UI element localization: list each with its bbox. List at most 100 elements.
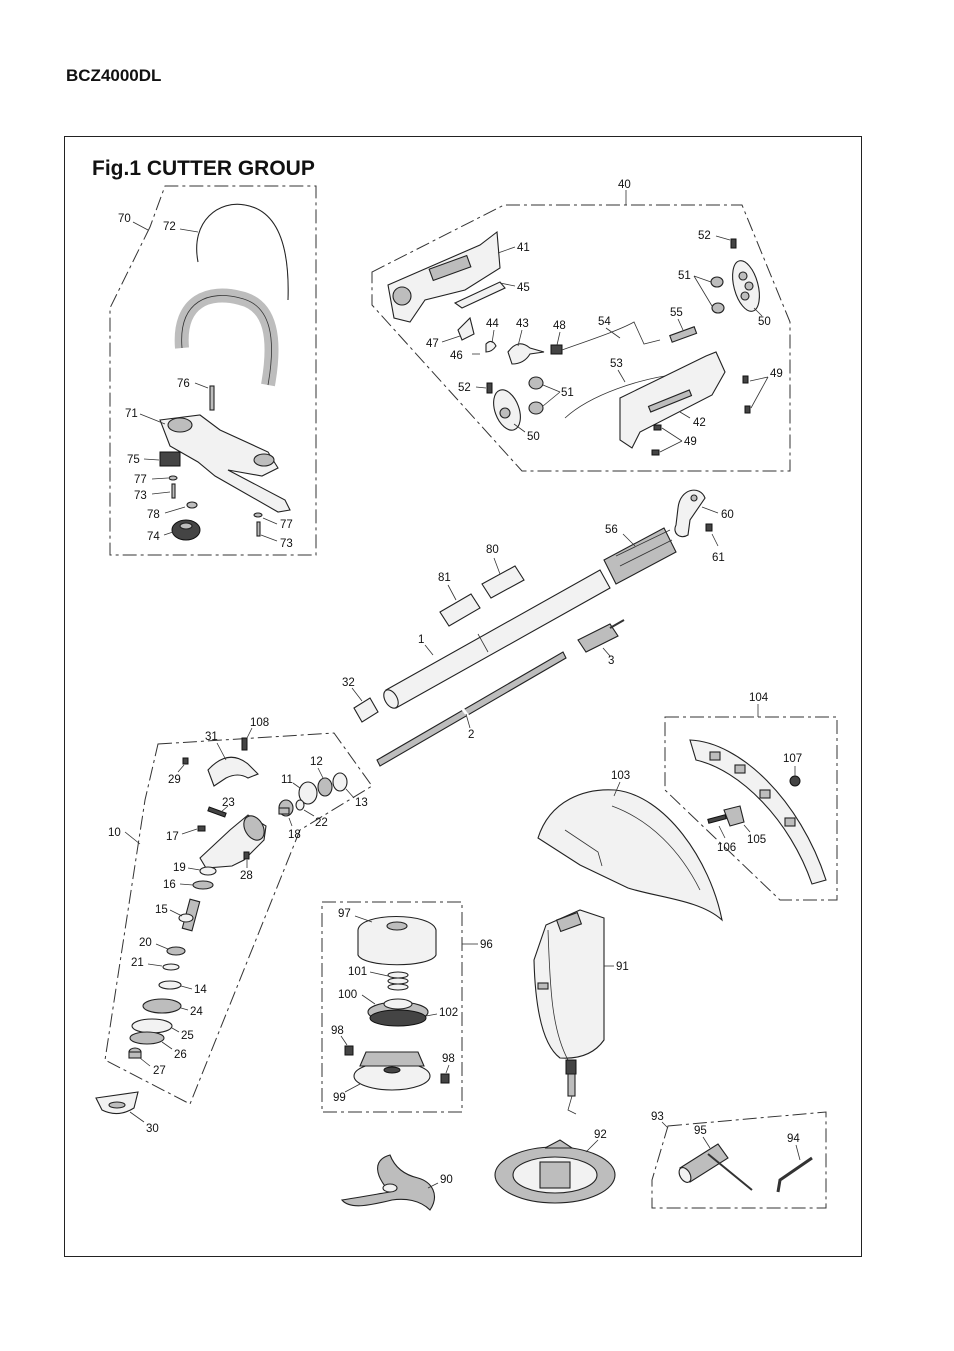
- spring-101: [387, 971, 409, 991]
- callout-60: 60: [721, 509, 734, 521]
- bolt-73-left: [171, 483, 176, 499]
- spool-cover-97: [357, 916, 437, 966]
- cover-50-left: [493, 389, 521, 431]
- circlip-21: [162, 963, 180, 971]
- callout-28: 28: [240, 870, 253, 882]
- callout-19: 19: [173, 862, 186, 874]
- screw-17: [197, 825, 206, 832]
- callout-51-left: 51: [561, 387, 574, 399]
- bolt-108: [241, 737, 248, 751]
- callout-101: 101: [348, 966, 367, 978]
- gear-case: [199, 814, 267, 869]
- group-70-outline: [109, 185, 317, 556]
- callout-107: 107: [783, 753, 802, 765]
- callout-46: 46: [450, 350, 463, 362]
- callout-73-left: 73: [134, 490, 147, 502]
- callout-77-right: 77: [280, 519, 293, 531]
- callout-31: 31: [205, 731, 218, 743]
- callout-98-right: 98: [442, 1053, 455, 1065]
- callout-94: 94: [787, 1133, 800, 1145]
- screw-52-top: [730, 238, 737, 249]
- callout-52-left: 52: [458, 382, 471, 394]
- group-10-outline: [104, 732, 373, 1105]
- callout-30: 30: [146, 1123, 159, 1135]
- callout-15: 15: [155, 904, 168, 916]
- shaft-15: [178, 898, 201, 932]
- callout-78: 78: [147, 509, 160, 521]
- callout-11: 11: [281, 774, 293, 786]
- callout-97: 97: [338, 908, 351, 920]
- protector-25: [131, 1018, 173, 1034]
- callout-50-left: 50: [527, 431, 540, 443]
- bracket-60: [674, 489, 706, 538]
- callout-70: 70: [118, 213, 131, 225]
- cover-50-right: [732, 260, 760, 312]
- washer-14: [158, 980, 182, 990]
- eyelet-98-left: [344, 1045, 354, 1056]
- sleeve-80: [481, 565, 525, 599]
- nut-51-left-b: [528, 401, 544, 415]
- bolt-23: [207, 806, 227, 818]
- washer-78: [186, 501, 198, 509]
- bearing-12: [317, 777, 333, 797]
- circlip-13: [332, 772, 348, 792]
- callout-52-top: 52: [698, 230, 711, 242]
- screws-49-upper: [742, 375, 751, 414]
- callout-103: 103: [611, 770, 630, 782]
- callout-92: 92: [594, 1129, 607, 1141]
- callout-13: 13: [355, 797, 368, 809]
- figure-frame: [64, 136, 862, 1257]
- ring-19: [199, 866, 217, 876]
- sleeve-32: [353, 697, 379, 723]
- callout-47: 47: [426, 338, 439, 350]
- callout-29: 29: [168, 774, 181, 786]
- washer-77-right: [253, 512, 263, 518]
- bushing-3: [577, 619, 625, 653]
- callout-77-left: 77: [134, 474, 147, 486]
- callout-90: 90: [440, 1174, 453, 1186]
- nut-27: [128, 1047, 142, 1059]
- guard-base-92: [494, 1139, 616, 1204]
- callout-55: 55: [670, 307, 683, 319]
- callout-108: 108: [250, 717, 269, 729]
- callout-24: 24: [190, 1006, 203, 1018]
- callout-25: 25: [181, 1030, 194, 1042]
- nut-51-top-b: [711, 302, 725, 314]
- guard-extension: [689, 739, 827, 885]
- eyelet-98-right: [440, 1073, 450, 1084]
- callout-50-right: 50: [758, 316, 771, 328]
- callout-73-right: 73: [280, 538, 293, 550]
- callout-10: 10: [108, 827, 121, 839]
- clamp-31: [207, 756, 259, 787]
- loop-handle-lower: [174, 288, 279, 387]
- guard-103: [537, 789, 723, 922]
- sleeve-81: [439, 593, 481, 627]
- callout-45: 45: [517, 282, 530, 294]
- callout-23: 23: [222, 797, 235, 809]
- callout-95: 95: [694, 1125, 707, 1137]
- callout-18: 18: [288, 829, 301, 841]
- callout-41: 41: [517, 242, 530, 254]
- callout-61: 61: [712, 552, 725, 564]
- callout-51-top: 51: [678, 270, 691, 282]
- wire-54: [561, 321, 661, 351]
- callout-100: 100: [338, 989, 357, 1001]
- group-96-outline: [321, 901, 463, 1113]
- model-number: BCZ4000DL: [66, 66, 162, 85]
- screws-49-lower: [651, 424, 662, 456]
- shoulder-harness-91: [533, 909, 605, 1115]
- bearing-16: [192, 880, 214, 890]
- callout-99: 99: [333, 1092, 346, 1104]
- housing-99: [353, 1051, 431, 1091]
- callout-93: 93: [651, 1111, 664, 1123]
- callout-42: 42: [693, 417, 706, 429]
- callout-1: 1: [418, 634, 424, 646]
- box-wrench-95: [678, 1143, 753, 1191]
- spring-44: [485, 340, 497, 353]
- washer-26: [129, 1031, 165, 1045]
- callout-74: 74: [147, 531, 160, 543]
- callout-105: 105: [747, 834, 766, 846]
- nut-51-top-a: [710, 276, 724, 288]
- knob-74: [171, 519, 201, 541]
